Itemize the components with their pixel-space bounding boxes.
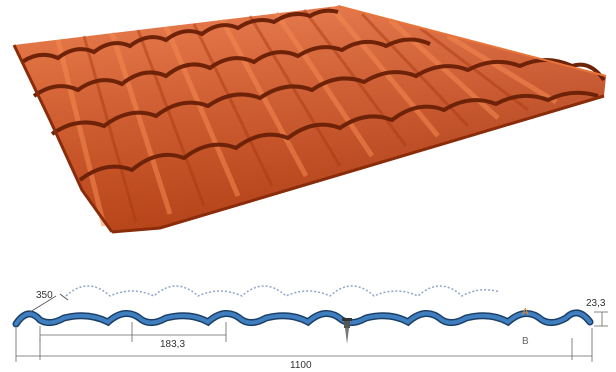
dim-wave-height-label: 23,3 — [586, 298, 606, 309]
roof-sheet-step-lines — [20, 8, 606, 182]
roof-sheet-wave-highlights — [55, 6, 558, 227]
dim-wave-pitch: 183,3 — [39, 322, 227, 350]
marker-b-label: B — [522, 336, 529, 347]
dim-step-length: 350 — [29, 290, 69, 313]
marker-a-label: A — [522, 307, 529, 318]
dim-overall-width: 1100 — [15, 328, 593, 371]
dim-wave-pitch-label: 183,3 — [160, 339, 185, 350]
dim-overall-width-label: 1100 — [290, 360, 312, 371]
screw-icon — [342, 318, 352, 344]
overlap-profile-dashed-line — [65, 285, 501, 297]
roof-sheet-image — [12, 5, 607, 234]
dim-step-length-label: 350 — [36, 290, 53, 301]
dim-wave-height: 23,3 — [586, 298, 608, 327]
profile-diagram: 350 183,3 1100 — [12, 285, 608, 371]
